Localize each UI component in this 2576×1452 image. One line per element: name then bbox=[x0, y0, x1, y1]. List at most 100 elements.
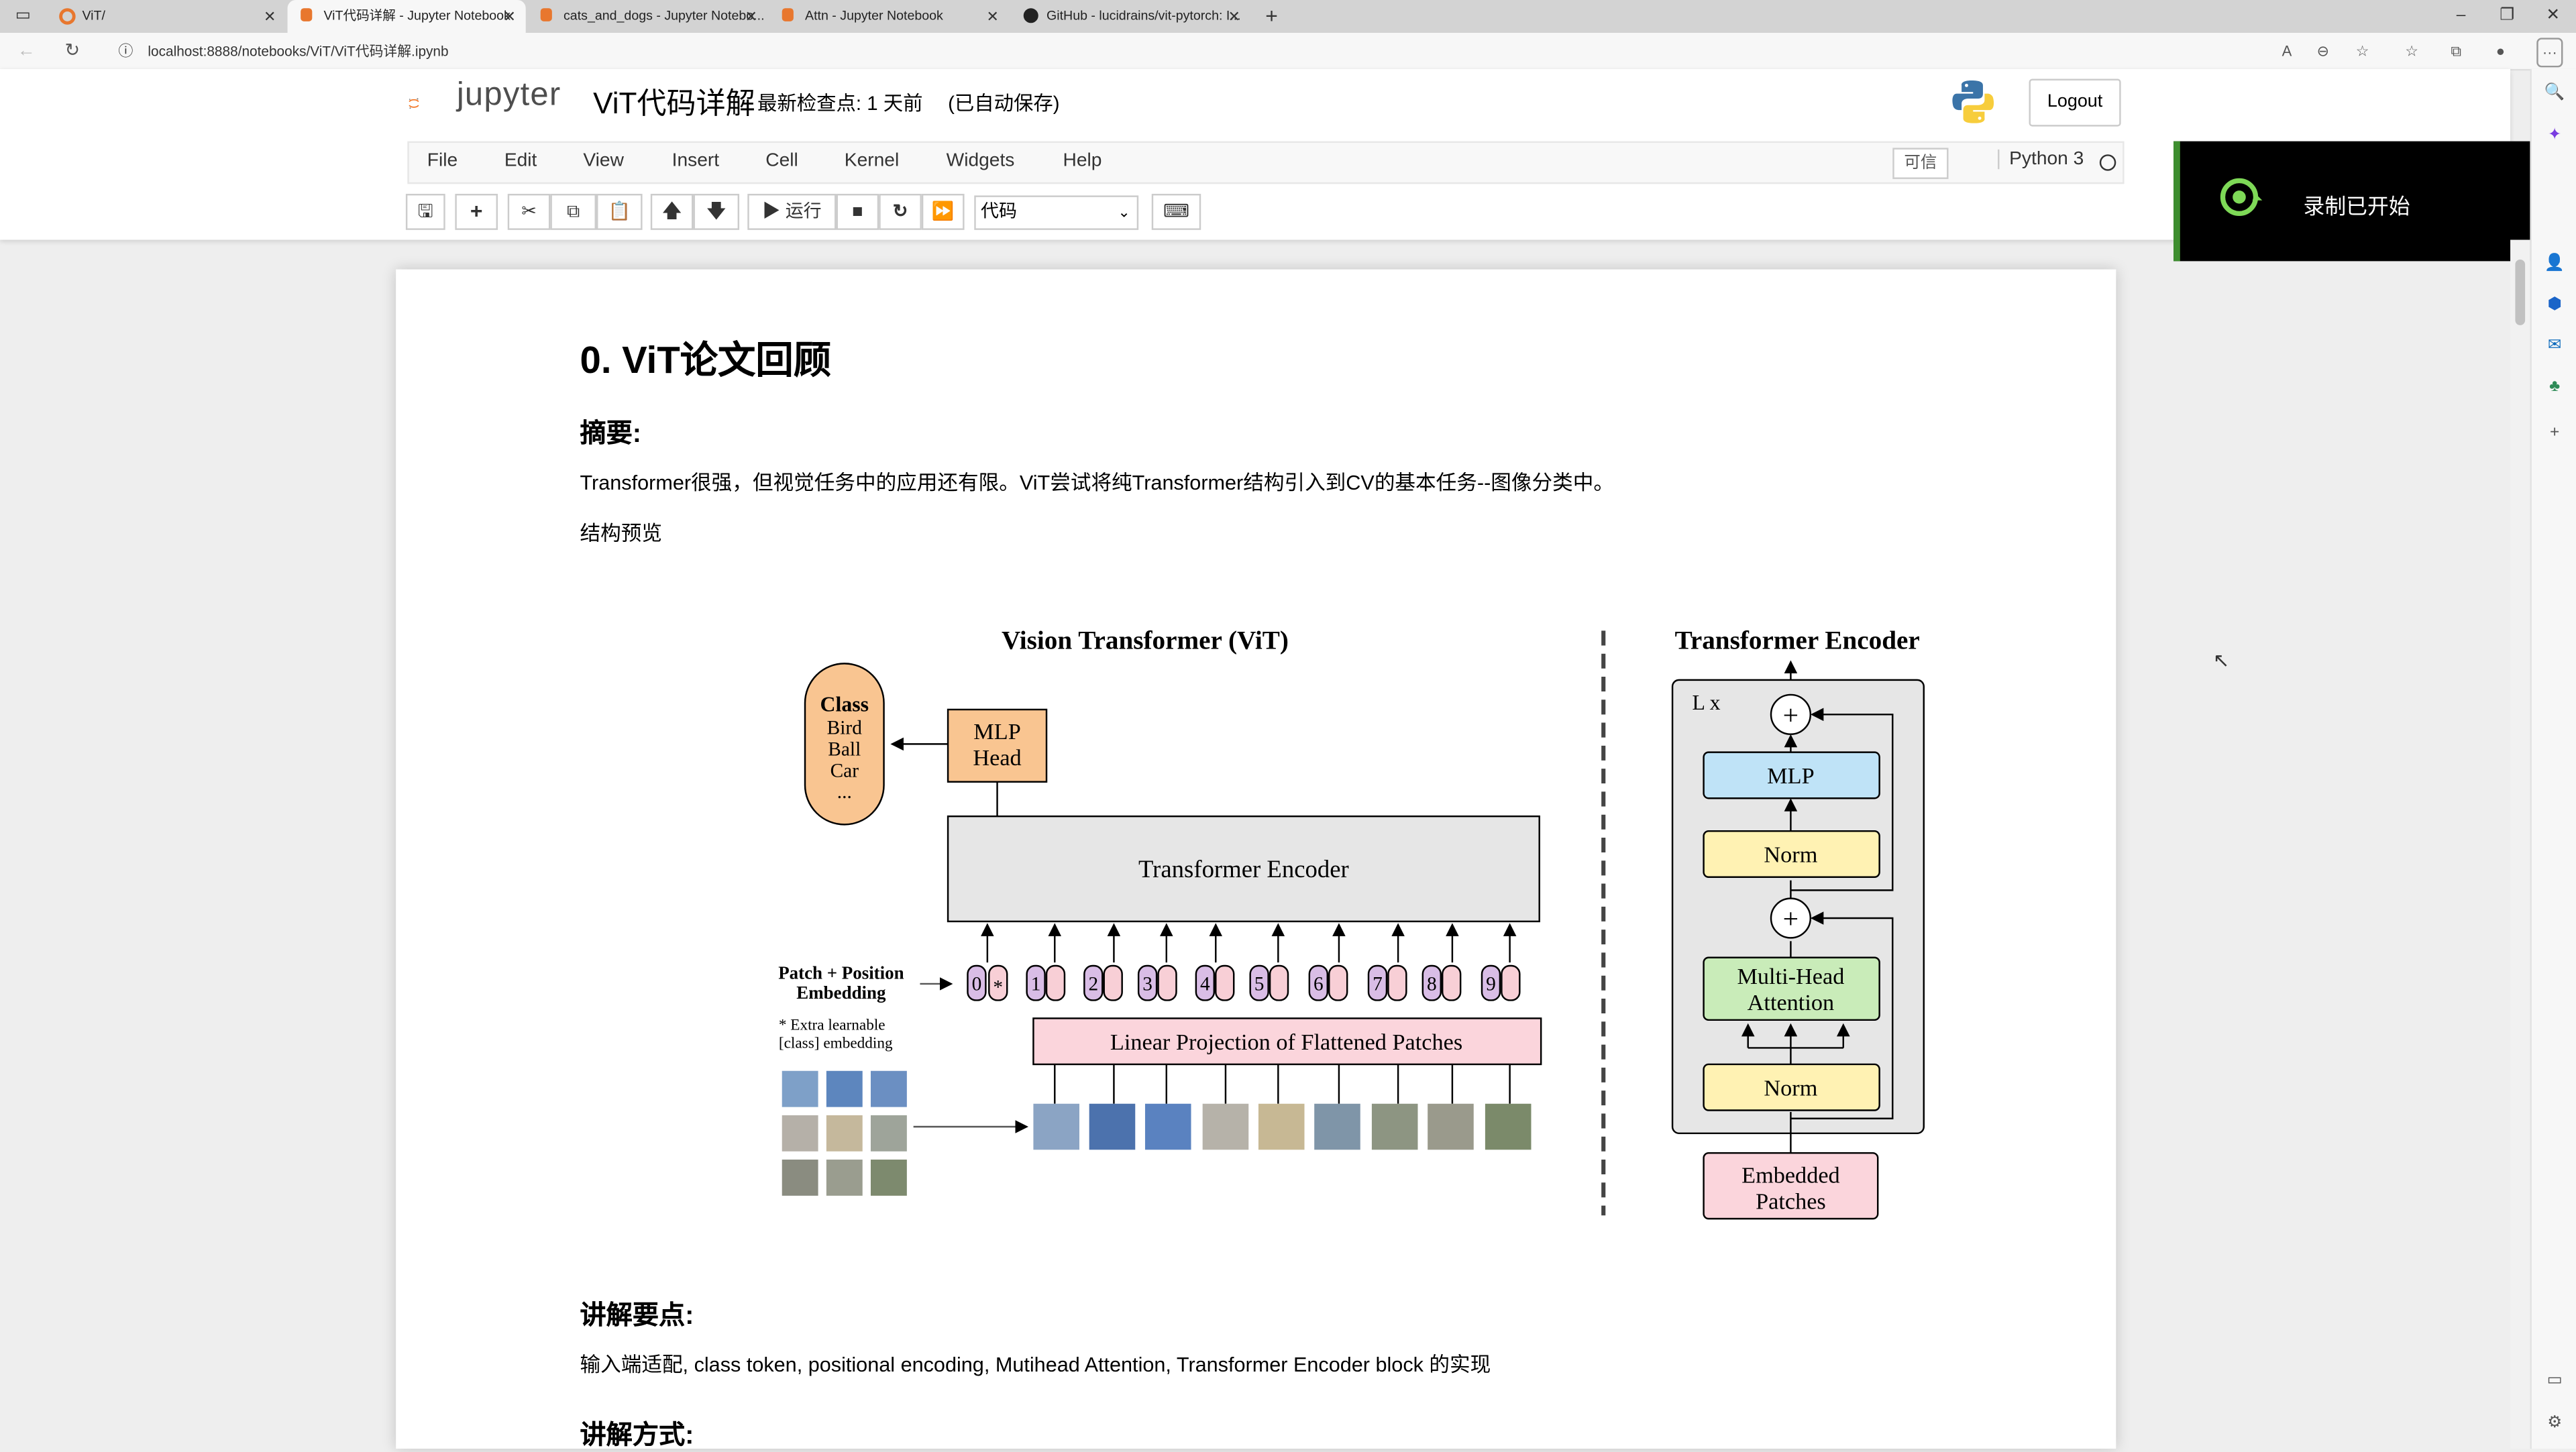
refresh-icon[interactable]: ↻ bbox=[64, 41, 80, 61]
favorite-icon[interactable]: ☆ bbox=[2355, 42, 2369, 60]
zoom-icon[interactable]: ⊖ bbox=[2316, 42, 2330, 60]
menu-cell[interactable]: Cell bbox=[765, 151, 798, 171]
more-icon[interactable]: ··· bbox=[2536, 38, 2563, 68]
tree-icon[interactable]: ♣ bbox=[2549, 378, 2561, 396]
menu-view[interactable]: View bbox=[583, 151, 624, 171]
menu-insert[interactable]: Insert bbox=[672, 151, 720, 171]
abstract-text: Transformer很强，但视觉任务中的应用还有限。ViT尝试将纯Transf… bbox=[580, 471, 1614, 495]
close-tab-icon[interactable]: ✕ bbox=[263, 8, 276, 25]
record-icon bbox=[2220, 178, 2263, 217]
scissors-icon: ✂ bbox=[521, 202, 537, 222]
encoder-arrows bbox=[1741, 708, 1894, 1154]
recording-toast: 录制已开始 bbox=[2174, 141, 2530, 262]
back-icon[interactable]: ← bbox=[17, 41, 36, 61]
paste-button[interactable]: 📋 bbox=[596, 193, 643, 230]
browser-tab-2[interactable]: ViT代码详解 - Jupyter Notebook ✕ bbox=[287, 0, 526, 33]
move-down-button[interactable]: 🡇 bbox=[693, 193, 740, 230]
browser-tab-1[interactable]: ViT/ ✕ bbox=[46, 0, 286, 33]
notebook-favicon-icon bbox=[540, 8, 552, 21]
jupyter-logo-text[interactable]: jupyter bbox=[456, 77, 561, 113]
copy-button[interactable]: ⧉ bbox=[550, 193, 596, 230]
mha-label: Multi-Head bbox=[1737, 964, 1844, 989]
token-id: 7 bbox=[1373, 974, 1383, 995]
token-id: 2 bbox=[1088, 974, 1098, 995]
search-icon[interactable]: 🔍 bbox=[2544, 83, 2565, 102]
notebook-title[interactable]: ViT代码详解 bbox=[593, 87, 755, 120]
trusted-badge[interactable]: 可信 bbox=[1892, 148, 1949, 179]
menu-edit[interactable]: Edit bbox=[504, 151, 537, 171]
notebook-favicon-icon bbox=[782, 8, 794, 21]
extra-note: * Extra learnable bbox=[779, 1017, 885, 1034]
python-logo-icon bbox=[1952, 80, 1994, 123]
kernel-status-icon bbox=[2099, 154, 2116, 171]
menu-widgets[interactable]: Widgets bbox=[946, 151, 1015, 171]
transformer-encoder-label: Transformer Encoder bbox=[1138, 855, 1349, 883]
interrupt-button[interactable]: ■ bbox=[836, 193, 879, 230]
keyboard-icon: ⌨ bbox=[1163, 202, 1189, 222]
restart-run-all-button[interactable]: ⏩ bbox=[921, 193, 965, 230]
checkpoint-status: 最新检查点: 1 天前 bbox=[757, 92, 923, 115]
jupyter-favicon-icon bbox=[59, 8, 76, 25]
token-id: 5 bbox=[1254, 974, 1265, 995]
page-scrollbar[interactable] bbox=[2510, 239, 2530, 1449]
add-sidebar-icon[interactable]: + bbox=[2550, 423, 2560, 442]
patch-embed-label: Embedding bbox=[796, 983, 886, 1003]
insert-cell-button[interactable]: + bbox=[455, 193, 498, 230]
play-icon: ▶ bbox=[762, 202, 781, 222]
paste-icon: 📋 bbox=[608, 202, 631, 222]
close-tab-icon[interactable]: ✕ bbox=[986, 8, 999, 25]
mlp-label: MLP bbox=[1767, 763, 1814, 789]
chevron-down-icon: ⌄ bbox=[1118, 203, 1130, 221]
mouse-cursor-icon: ↖ bbox=[2212, 649, 2230, 672]
collections-icon[interactable]: ⧉ bbox=[2451, 42, 2462, 60]
people-icon[interactable]: 👤 bbox=[2544, 254, 2565, 273]
command-palette-button[interactable]: ⌨ bbox=[1151, 193, 1201, 230]
token-id: 0 bbox=[972, 974, 982, 995]
copy-icon: ⧉ bbox=[567, 202, 580, 222]
scrollbar-thumb[interactable] bbox=[2515, 259, 2526, 325]
restore-icon[interactable]: ❐ bbox=[2500, 6, 2515, 25]
menu-help[interactable]: Help bbox=[1063, 151, 1102, 171]
browser-tab-4[interactable]: Attn - Jupyter Notebook ✕ bbox=[769, 0, 1009, 33]
outlook-icon[interactable]: ✉ bbox=[2547, 337, 2562, 355]
close-tab-icon[interactable]: ✕ bbox=[503, 8, 516, 25]
notebook-favicon-icon bbox=[301, 8, 313, 21]
kernel-name: Python 3 bbox=[1997, 149, 2084, 170]
restart-icon: ↻ bbox=[892, 202, 908, 222]
token-id: 1 bbox=[1031, 974, 1041, 995]
run-button[interactable]: ▶ 运行 bbox=[747, 193, 837, 230]
menu-kernel[interactable]: Kernel bbox=[844, 151, 900, 171]
sidebar-toggle-icon[interactable]: ▭ bbox=[2546, 1371, 2563, 1390]
browser-tab-3[interactable]: cats_and_dogs - Jupyter Notebo... ✕ bbox=[527, 0, 767, 33]
office-icon[interactable]: ⬢ bbox=[2547, 295, 2562, 314]
read-aloud-icon[interactable]: A bbox=[2282, 42, 2292, 60]
copilot-icon[interactable]: ✦ bbox=[2547, 126, 2562, 145]
profile-icon[interactable]: ● bbox=[2496, 42, 2506, 60]
flattened-patches bbox=[1033, 1103, 1532, 1150]
logout-button[interactable]: Logout bbox=[2029, 78, 2121, 127]
cut-button[interactable]: ✂ bbox=[507, 193, 551, 230]
browser-tab-5[interactable]: GitHub - lucidrains/vit-pytorch: I... ✕ bbox=[1010, 0, 1250, 33]
favorites-icon[interactable]: ☆ bbox=[2405, 42, 2419, 60]
token-id: 4 bbox=[1200, 974, 1210, 995]
new-tab-icon[interactable]: + bbox=[1265, 3, 1278, 28]
jupyter-logo-icon[interactable] bbox=[407, 82, 453, 125]
close-tab-icon[interactable]: ✕ bbox=[745, 8, 757, 25]
menu-file[interactable]: File bbox=[427, 151, 458, 171]
save-button[interactable]: 🖫 bbox=[405, 193, 445, 230]
minimize-icon[interactable]: – bbox=[2456, 6, 2466, 25]
arrow-up-icon: 🡅 bbox=[662, 202, 682, 222]
embedded-patches-label: Patches bbox=[1756, 1188, 1826, 1214]
points-text: 输入端适配, class token, positional encoding,… bbox=[580, 1353, 1491, 1377]
url-field[interactable]: ⓘ localhost:8888/notebooks/ViT/ViT代码详解.i… bbox=[101, 38, 2304, 64]
close-tab-icon[interactable]: ✕ bbox=[1228, 8, 1240, 25]
class-label: Class bbox=[820, 692, 869, 716]
restart-button[interactable]: ↻ bbox=[879, 193, 922, 230]
close-window-icon[interactable]: ✕ bbox=[2546, 6, 2561, 25]
move-up-button[interactable]: 🡅 bbox=[650, 193, 694, 230]
browser-sidebar: 🔍 ✦ 👤 ⬢ ✉ ♣ + ▭ ⚙ bbox=[2530, 68, 2576, 1449]
tab-actions-icon[interactable]: ▭ bbox=[15, 6, 31, 25]
cell-type-select[interactable]: 代码⌄ bbox=[974, 195, 1139, 230]
settings-icon[interactable]: ⚙ bbox=[2547, 1414, 2563, 1433]
norm-label: Norm bbox=[1764, 842, 1817, 868]
